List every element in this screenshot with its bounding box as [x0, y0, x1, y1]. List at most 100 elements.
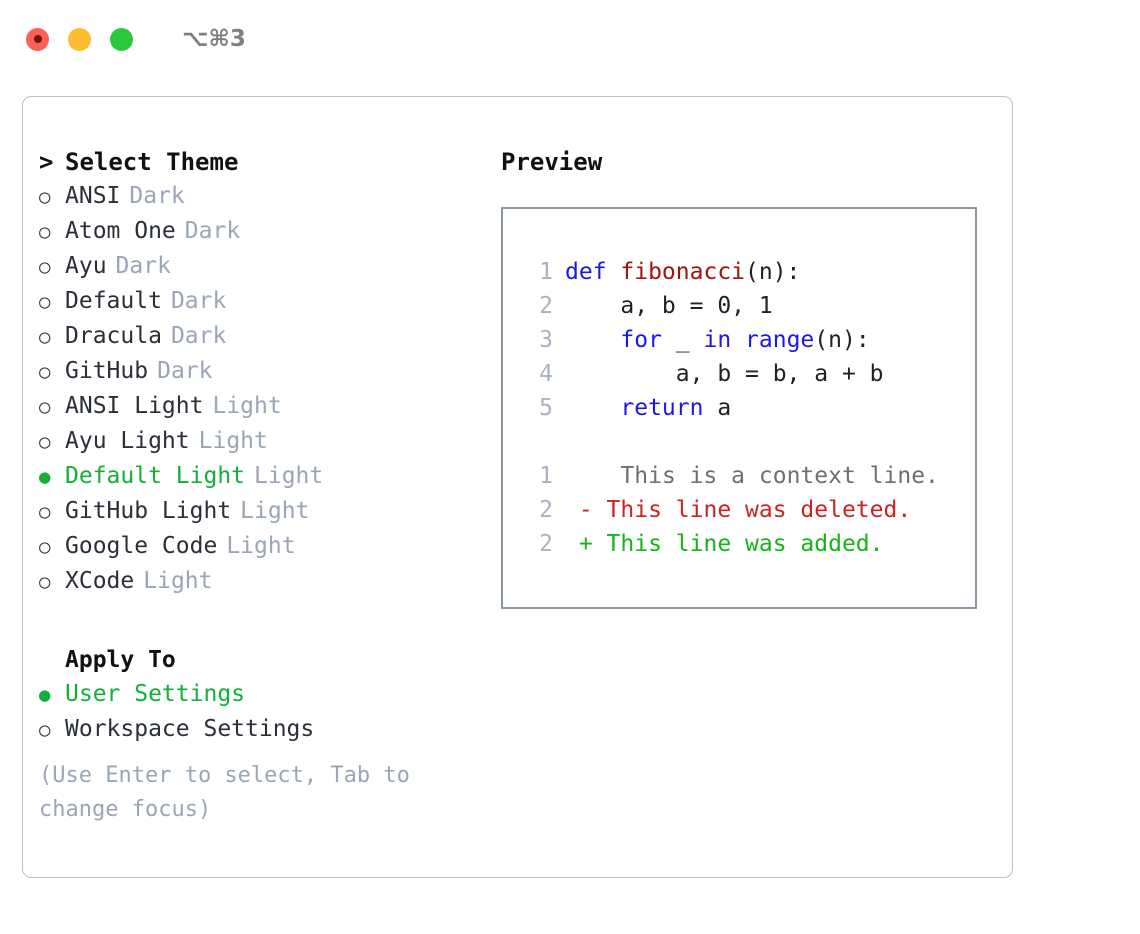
code-token — [565, 327, 620, 353]
theme-variant-badge: Dark — [170, 323, 227, 349]
theme-variant-badge: Light — [240, 498, 310, 524]
theme-option-label: ANSI Light — [65, 393, 204, 419]
radio-unselected-icon: ○ — [39, 326, 51, 348]
code-token — [731, 327, 745, 353]
line-number: 1 — [539, 463, 553, 489]
line-number: 1 — [539, 259, 553, 285]
diff-line-text: This line was added. — [592, 531, 884, 557]
code-token: a, b = 0, 1 — [565, 293, 773, 319]
code-line: 2 a, b = 0, 1 — [519, 289, 967, 323]
preview-title: Preview — [501, 148, 603, 176]
apply-to-option-label: User Settings — [65, 681, 246, 707]
code-token: fibonacci — [620, 259, 746, 285]
theme-variant-badge: Dark — [184, 218, 241, 244]
theme-variant-badge: Light — [143, 568, 213, 594]
radio-selected-icon: ● — [39, 466, 51, 488]
radio-unselected-icon: ○ — [39, 291, 51, 313]
theme-option-label: ANSI — [65, 183, 121, 209]
theme-option-6[interactable]: ○ ANSI Light Light — [39, 389, 499, 424]
radio-unselected-icon: ○ — [39, 536, 51, 558]
diff-line-text: This line was deleted. — [592, 497, 912, 523]
theme-variant-badge: Light — [226, 533, 296, 559]
theme-option-label: XCode — [65, 568, 135, 594]
apply-to-option-0[interactable]: ● User Settings — [39, 677, 499, 712]
theme-variant-badge: Light — [254, 463, 324, 489]
code-line: 3 for _ in range(n): — [519, 323, 967, 357]
maximize-button-icon[interactable] — [110, 27, 133, 51]
theme-option-1[interactable]: ○ Atom One Dark — [39, 214, 499, 249]
code-token: def — [565, 259, 621, 285]
apply-to-option-list: ● User Settings ○ Workspace Settings — [39, 677, 499, 747]
radio-unselected-icon: ○ — [39, 256, 51, 278]
code-blank-line — [519, 425, 967, 459]
title-bar: ⌥⌘3 — [0, 0, 1140, 78]
code-line: 1 def fibonacci(n): — [519, 255, 967, 289]
apply-to-option-label: Workspace Settings — [65, 716, 315, 742]
theme-variant-badge: Light — [198, 428, 268, 454]
theme-variant-badge: Dark — [115, 253, 171, 279]
code-line-text: a, b = b, a + b — [565, 357, 884, 391]
code-line-text: return a — [565, 391, 731, 425]
code-line-text: for _ in range(n): — [565, 323, 870, 357]
diff-marker: + — [565, 531, 593, 557]
code-line: 5 return a — [519, 391, 967, 425]
radio-unselected-icon: ○ — [39, 501, 51, 523]
theme-option-label: Ayu — [65, 253, 107, 279]
apply-to-heading: Apply To — [65, 647, 176, 673]
code-line: 4 a, b = b, a + b — [519, 357, 967, 391]
theme-option-2[interactable]: ○ Ayu Dark — [39, 249, 499, 284]
diff-line-text: This is a context line. — [592, 463, 939, 489]
radio-unselected-icon: ○ — [39, 221, 51, 243]
code-line-text: def fibonacci(n): — [565, 255, 800, 289]
close-button-icon[interactable] — [26, 27, 49, 51]
minimize-button-icon[interactable] — [68, 27, 91, 51]
line-number: 3 — [539, 327, 553, 353]
diff-line: 2 + This line was added. — [519, 527, 967, 561]
code-token — [565, 395, 620, 421]
code-token: range — [745, 327, 815, 353]
line-number: 2 — [539, 531, 553, 557]
code-token: _ — [661, 327, 704, 353]
line-number: 5 — [539, 395, 553, 421]
section-spacer — [39, 599, 499, 643]
traffic-light-group — [26, 27, 133, 51]
code-token: a — [703, 395, 732, 421]
radio-unselected-icon: ○ — [39, 431, 51, 453]
window-title: ⌥⌘3 — [182, 26, 246, 52]
diff-marker — [565, 459, 593, 493]
theme-list-heading-label: Select Theme — [65, 148, 239, 176]
theme-variant-badge: Light — [212, 393, 282, 419]
code-line-text: a, b = 0, 1 — [565, 289, 773, 323]
code-token: for — [620, 327, 662, 353]
theme-list-heading: > Select Theme — [39, 145, 499, 179]
theme-option-label: Default — [65, 288, 162, 314]
radio-unselected-icon: ○ — [39, 719, 51, 741]
diff-line: 2 - This line was deleted. — [519, 493, 967, 527]
line-number: 2 — [539, 293, 553, 319]
theme-option-label: Atom One — [65, 218, 176, 244]
code-token: return — [620, 395, 704, 421]
code-token: (n): — [814, 327, 870, 353]
apply-to-option-1[interactable]: ○ Workspace Settings — [39, 712, 499, 747]
code-token: (n): — [745, 259, 801, 285]
radio-selected-icon: ● — [39, 684, 51, 706]
radio-unselected-icon: ○ — [39, 361, 51, 383]
radio-unselected-icon: ○ — [39, 396, 51, 418]
code-token: a, b = b, a + b — [565, 361, 884, 387]
